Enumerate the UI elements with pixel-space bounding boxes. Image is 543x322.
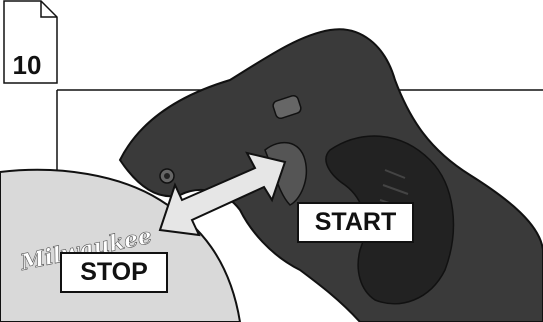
screw-center [164, 173, 170, 179]
stop-label: STOP [60, 252, 168, 293]
start-label: START [297, 202, 414, 243]
page-number: 10 [5, 50, 49, 81]
